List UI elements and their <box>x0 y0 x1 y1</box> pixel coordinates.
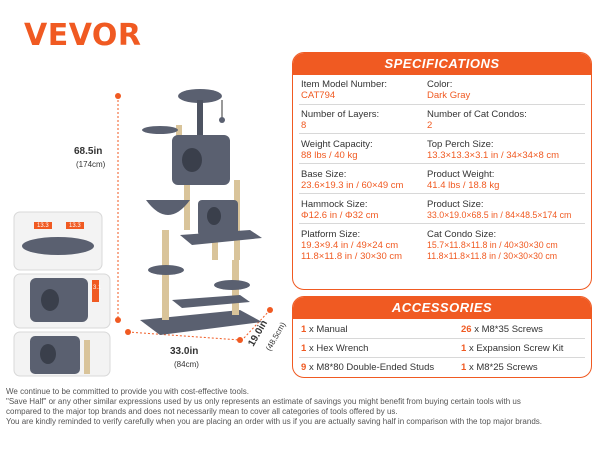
accessory-m8-35-screws: 26 x M8*35 Screws <box>461 324 543 335</box>
width-in: 33.0in <box>170 346 199 357</box>
inset-condo-small <box>13 331 111 377</box>
spec-weight-capacity: Weight Capacity: 88 lbs / 40 kg <box>301 139 373 161</box>
spec-platform-size: Platform Size: 19.3×9.4 in / 49×24 cm 11… <box>301 229 403 262</box>
specifications-title: SPECIFICATIONS <box>293 53 591 75</box>
width-cm: (84cm) <box>174 360 199 369</box>
spec-condos: Number of Cat Condos: 2 <box>427 109 527 131</box>
width-dimension <box>125 329 243 343</box>
accessory-hex-wrench: 1 x Hex Wrench <box>301 343 369 354</box>
spec-item-model: Item Model Number: CAT794 <box>301 79 388 101</box>
spec-top-perch: Top Perch Size: 13.3×13.3×3.1 in / 34×34… <box>427 139 560 161</box>
inset-side: 3.1 <box>93 285 102 291</box>
inset-top-a: 13.3 <box>37 223 49 229</box>
spec-color: Color: Dark Gray <box>427 79 471 101</box>
inset-top-perch <box>13 211 103 271</box>
disclaimer-line: "Save Half" or any other similar express… <box>6 397 521 406</box>
accessory-m8-25-screws: 1 x M8*25 Screws <box>461 362 538 373</box>
accessories-title: ACCESSORIES <box>293 297 591 319</box>
disclaimer-line: compared to the major top brands and doe… <box>6 407 398 416</box>
cat-tree-illustration <box>13 89 273 377</box>
specifications-panel: SPECIFICATIONS Item Model Number: CAT794… <box>292 52 592 290</box>
spec-condo-size: Cat Condo Size: 15.7×11.8×11.8 in / 40×3… <box>427 229 558 261</box>
accessory-double-ended-studs: 9 x M8*80 Double-Ended Studs <box>301 362 435 373</box>
height-cm: (174cm) <box>76 160 106 169</box>
disclaimer-line: We continue to be committed to provide y… <box>6 387 249 396</box>
spec-product-size: Product Size: 33.0×19.0×68.5 in / 84×48.… <box>427 199 572 220</box>
spec-product-weight: Product Weight: 41.4 lbs / 18.8 kg <box>427 169 500 191</box>
accessories-panel: ACCESSORIES 1 x Manual 26 x M8*35 Screws… <box>292 296 592 378</box>
inset-condo-large <box>13 273 111 329</box>
height-dimension <box>115 93 121 323</box>
disclaimer-line: You are kindly reminded to verify carefu… <box>6 417 542 426</box>
accessory-manual: 1 x Manual <box>301 324 348 335</box>
disclaimer-text: We continue to be committed to provide y… <box>6 387 598 427</box>
brand-logo: VEVOR <box>24 18 142 53</box>
spec-layers: Number of Layers: 8 <box>301 109 380 131</box>
inset-top-b: 13.3 <box>69 223 81 229</box>
spec-base-size: Base Size: 23.6×19.3 in / 60×49 cm <box>301 169 404 191</box>
depth-dimension <box>243 307 273 339</box>
spec-hammock-size: Hammock Size: Φ12.6 in / Φ32 cm <box>301 199 379 221</box>
product-image: 68.5in (174cm) 33.0in (84cm) 19.0in (48.… <box>0 70 290 380</box>
accessory-expansion-screw-kit: 1 x Expansion Screw Kit <box>461 343 564 354</box>
height-in: 68.5in <box>74 146 103 157</box>
